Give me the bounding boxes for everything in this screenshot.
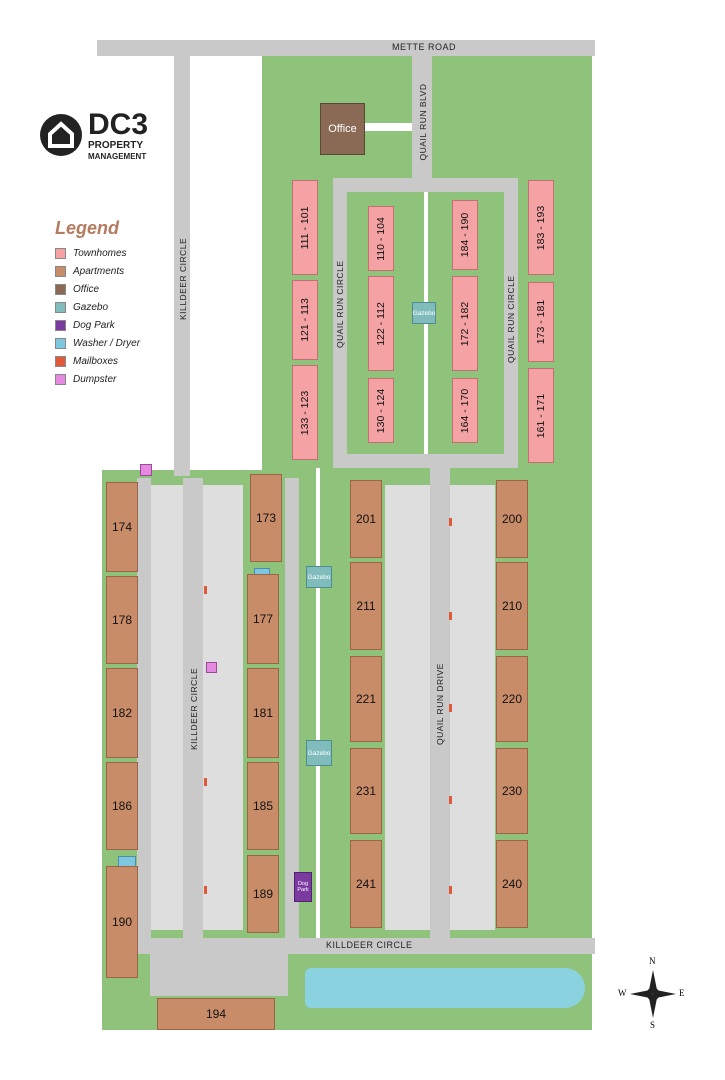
legend-item-washer-dryer: Washer / Dryer (55, 335, 175, 351)
townhome-173-181[interactable]: 173 - 181 (528, 282, 554, 362)
apartment-174[interactable]: 174 (106, 482, 138, 572)
compass-s: S (650, 1020, 656, 1030)
quail-run-circle-left-label: QUAIL RUN CIRCLE (335, 260, 345, 348)
logo-line2: MANAGEMENT (88, 152, 147, 161)
townhome-164-170[interactable]: 164 - 170 (452, 378, 478, 443)
dog-park-label: Dog Park (297, 880, 309, 893)
quail-run-circle-right-label: QUAIL RUN CIRCLE (506, 275, 516, 363)
killdeer-entrance (150, 954, 288, 996)
parking-lot (151, 485, 183, 930)
apartment-231[interactable]: 231 (350, 748, 382, 834)
apartment-189[interactable]: 189 (247, 855, 279, 933)
legend-item-gazebo: Gazebo (55, 299, 175, 315)
office-label: Office (328, 123, 357, 135)
compass-w: W (618, 988, 627, 998)
killdeer-circle-middle (183, 478, 203, 938)
gazebo-north[interactable]: Gazebo (412, 302, 436, 324)
legend-item-dumpster: Dumpster (55, 371, 175, 387)
parking-lot (203, 485, 243, 930)
mette-road-label: METTE ROAD (392, 42, 457, 52)
apartment-185[interactable]: 185 (247, 762, 279, 850)
apartment-181[interactable]: 181 (247, 668, 279, 758)
mailbox (204, 778, 207, 786)
apartment-210[interactable]: 210 (496, 562, 528, 650)
legend-item-mailboxes: Mailboxes (55, 353, 175, 369)
dog-park[interactable]: Dog Park (294, 872, 312, 902)
apartment-221[interactable]: 221 (350, 656, 382, 742)
apartment-220[interactable]: 220 (496, 656, 528, 742)
legend-title: Legend (55, 218, 120, 238)
quail-run-drive (430, 468, 450, 948)
killdeer-circle-loop-east (285, 478, 299, 938)
logo-mark: DC3 (88, 108, 149, 141)
parking-lot (450, 485, 495, 930)
quail-run-circle-left (333, 178, 347, 468)
apartment-200[interactable]: 200 (496, 480, 528, 558)
apartment-241[interactable]: 241 (350, 840, 382, 928)
quail-run-circle-right (504, 178, 518, 468)
apartment-194[interactable]: 194 (157, 998, 275, 1030)
apartment-190[interactable]: 190 (106, 866, 138, 978)
quail-run-circle-bottom (333, 454, 518, 468)
dumpster (140, 464, 152, 476)
townhome-130-124[interactable]: 130 - 124 (368, 378, 394, 443)
logo: DC3 PROPERTY MANAGEMENT (38, 108, 168, 164)
mailbox (449, 886, 452, 894)
mette-road (97, 40, 595, 56)
townhome-183-193[interactable]: 183 - 193 (528, 180, 554, 275)
gazebo-middle[interactable]: Gazebo (306, 566, 332, 588)
mailbox (449, 704, 452, 712)
mailbox (204, 886, 207, 894)
apartment-178[interactable]: 178 (106, 576, 138, 664)
townhome-121-113[interactable]: 121 - 113 (292, 280, 318, 360)
killdeer-circle-south-road (137, 938, 595, 954)
mailbox (449, 796, 452, 804)
quail-run-drive-label: QUAIL RUN DRIVE (435, 663, 445, 745)
apartment-240[interactable]: 240 (496, 840, 528, 928)
gazebo-south[interactable]: Gazebo (306, 740, 332, 766)
office-building[interactable]: Office (320, 103, 365, 155)
killdeer-circle-mid-label: KILLDEER CIRCLE (189, 667, 199, 750)
legend-item-apartments: Apartments (55, 263, 175, 279)
townhome-133-123[interactable]: 133 - 123 (292, 365, 318, 460)
pond (305, 968, 585, 1008)
killdeer-circle-top-label: KILLDEER CIRCLE (178, 237, 188, 320)
apartment-173[interactable]: 173 (250, 474, 282, 562)
apartment-186[interactable]: 186 (106, 762, 138, 850)
townhome-161-171[interactable]: 161 - 171 (528, 368, 554, 463)
townhome-111-101[interactable]: 111 - 101 (292, 180, 318, 275)
townhome-184-190[interactable]: 184 - 190 (452, 200, 478, 270)
logo-line1: PROPERTY (88, 140, 144, 151)
parking-lot (385, 485, 430, 930)
compass-n: N (649, 956, 656, 966)
apartment-182[interactable]: 182 (106, 668, 138, 758)
killdeer-circle-west-road (174, 56, 190, 476)
legend-item-office: Office (55, 281, 175, 297)
legend: Legend Townhomes Apartments Office Gazeb… (55, 218, 175, 389)
walkway-south (316, 468, 320, 938)
killdeer-circle-bottom-label: KILLDEER CIRCLE (326, 940, 413, 950)
quail-run-blvd (412, 56, 432, 181)
legend-item-dog-park: Dog Park (55, 317, 175, 333)
quail-run-blvd-label: QUAIL RUN BLVD (418, 83, 428, 161)
killdeer-circle-loop-west (137, 478, 151, 938)
apartment-211[interactable]: 211 (350, 562, 382, 650)
mailbox (204, 586, 207, 594)
compass-rose: N S W E (618, 956, 688, 1030)
office-walk (365, 123, 412, 131)
townhome-122-112[interactable]: 122 - 112 (368, 276, 394, 371)
logo-house-icon (38, 112, 84, 158)
apartment-201[interactable]: 201 (350, 480, 382, 558)
apartment-230[interactable]: 230 (496, 748, 528, 834)
townhome-172-182[interactable]: 172 - 182 (452, 276, 478, 371)
dumpster (206, 662, 217, 673)
mailbox (449, 518, 452, 526)
townhome-110-104[interactable]: 110 - 104 (368, 206, 394, 271)
quail-run-circle-top (333, 178, 518, 192)
apartment-177[interactable]: 177 (247, 574, 279, 664)
compass-e: E (679, 988, 685, 998)
mailbox (449, 612, 452, 620)
legend-item-townhomes: Townhomes (55, 245, 175, 261)
